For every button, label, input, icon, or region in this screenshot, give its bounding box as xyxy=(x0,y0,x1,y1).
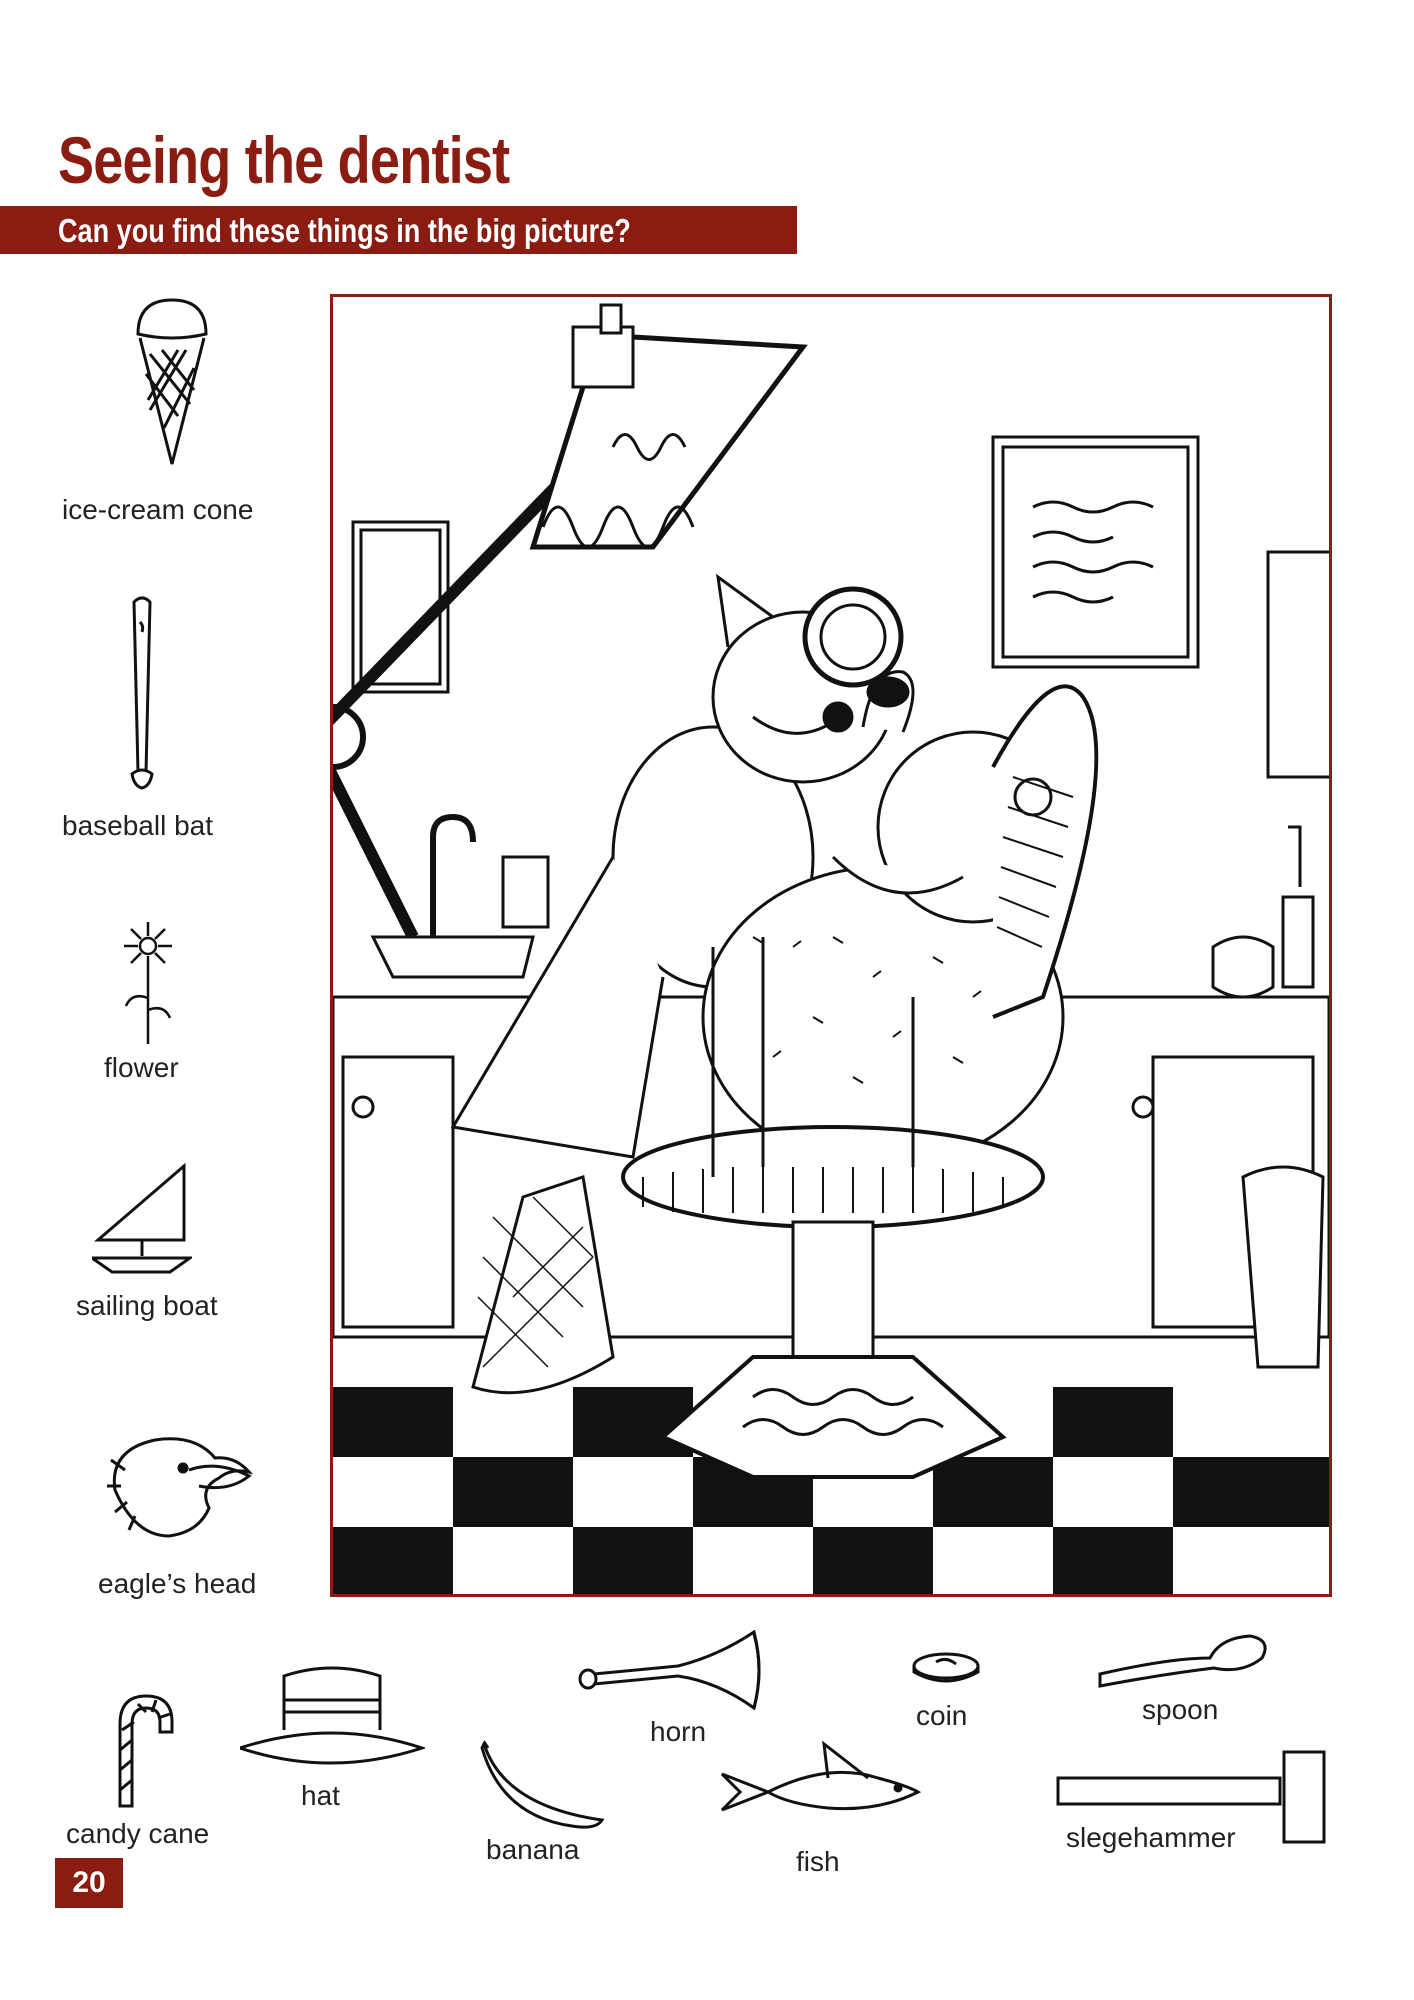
dentist-scene-illustration xyxy=(330,294,1332,1597)
sledgehammer-icon xyxy=(1054,1748,1330,1853)
flower-label: flower xyxy=(104,1052,179,1083)
eagle-head-icon xyxy=(105,1430,255,1545)
candy-cane-label: candy cane xyxy=(66,1818,210,1849)
page-title: Seeing the dentist xyxy=(58,123,510,197)
fish-icon xyxy=(718,1740,923,1825)
fish-label: fish xyxy=(796,1846,840,1877)
eagles-head-label: eagle’s head xyxy=(98,1568,257,1599)
spoon-label: spoon xyxy=(1142,1694,1219,1725)
flower-icon xyxy=(120,918,180,1053)
page-number: 20 xyxy=(55,1858,123,1908)
hat-icon xyxy=(235,1660,427,1775)
banana-label: banana xyxy=(486,1834,580,1865)
baseball-bat-icon xyxy=(122,592,162,807)
subtitle-text: Can you find these things in the big pic… xyxy=(58,212,631,249)
horn-label: horn xyxy=(650,1716,707,1747)
subtitle-banner: Can you find these things in the big pic… xyxy=(0,206,797,254)
ice-cream-cone-icon xyxy=(132,294,212,479)
horn-icon xyxy=(578,1629,763,1715)
sailing-boat-icon xyxy=(87,1160,195,1285)
coin-label: coin xyxy=(916,1700,968,1731)
sledgehammer-label: slegehammer xyxy=(1066,1822,1236,1853)
candy-cane-icon xyxy=(108,1690,178,1815)
spoon-icon xyxy=(1096,1632,1271,1697)
coin-icon xyxy=(910,1650,982,1691)
ice-cream-cone-label: ice-cream cone xyxy=(62,494,254,525)
sailing-boat-label: sailing boat xyxy=(76,1290,218,1321)
hat-label: hat xyxy=(301,1780,340,1811)
baseball-bat-label: baseball bat xyxy=(62,810,214,841)
banana-icon xyxy=(478,1740,608,1835)
